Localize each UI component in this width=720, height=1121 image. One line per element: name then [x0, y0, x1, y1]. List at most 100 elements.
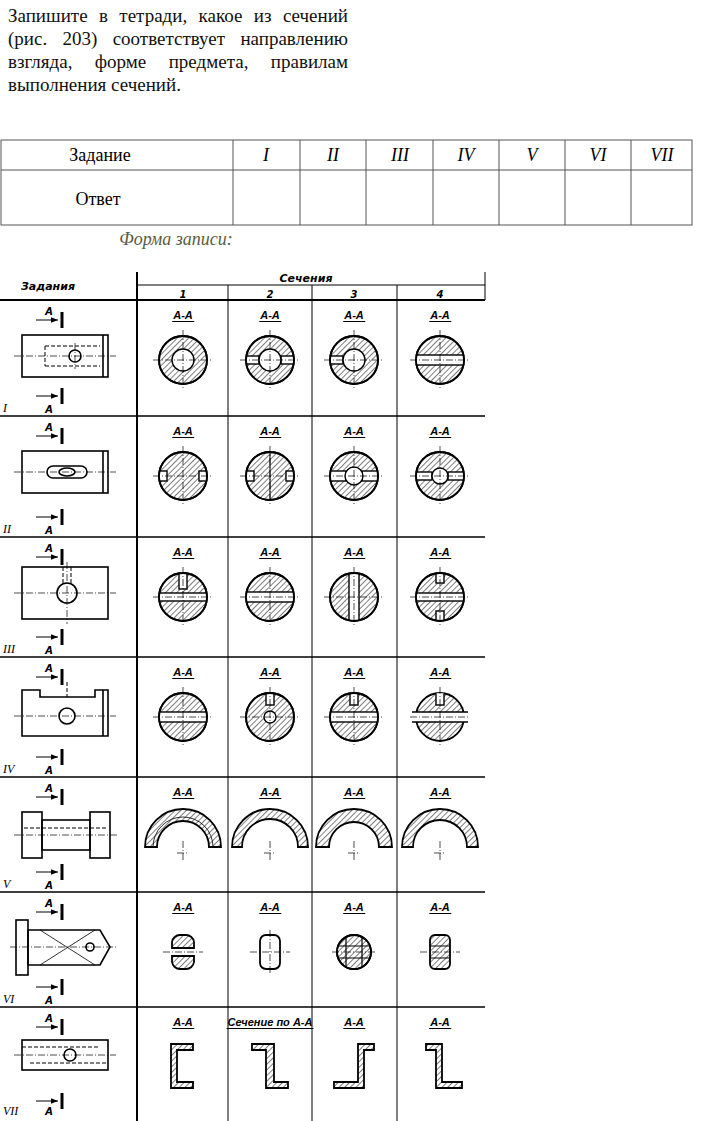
section-letter: А [45, 422, 53, 433]
table-cell: I [263, 145, 269, 166]
section-title: А-А [429, 546, 451, 559]
label-holder: 4 [437, 284, 444, 302]
section-letter: А [45, 404, 53, 415]
row-number: IV [3, 762, 14, 777]
label-holder: А-А [259, 421, 281, 439]
label-holder: VII [651, 145, 674, 166]
column-number: 3 [351, 289, 358, 300]
label-holder: 2 [267, 284, 274, 302]
label-holder: А-А [343, 305, 365, 323]
label-holder: А-А [259, 662, 281, 680]
label-holder: VI [590, 145, 607, 166]
label-holder: А-А [172, 782, 194, 800]
label-holder: А-А [172, 662, 194, 680]
label-holder: 1 [180, 284, 187, 302]
label-holder: А [45, 640, 53, 658]
label-holder: IV [3, 759, 14, 777]
section-letter: А [45, 1013, 53, 1024]
label-holder: А-А [259, 542, 281, 560]
label-holder: А [45, 893, 53, 911]
section-title: А-А [343, 546, 365, 559]
section-letter: А [45, 525, 53, 536]
section-letter: А [45, 783, 53, 794]
row-number: VI [3, 992, 14, 1007]
label-holder: III [391, 145, 409, 166]
section-title: А-А [172, 425, 194, 438]
label-holder: IV [458, 145, 475, 166]
label-holder: А [45, 301, 53, 319]
figure-grid [0, 272, 485, 1121]
label-holder: А [45, 990, 53, 1008]
label-holder: А-А [343, 782, 365, 800]
label-holder: I [263, 145, 269, 166]
label-holder: А [45, 417, 53, 435]
section-title: А-А [259, 666, 281, 679]
column-header: Сечения [280, 272, 333, 285]
row-number: II [3, 522, 11, 537]
label-holder: V [3, 874, 10, 892]
label-holder: А-А [429, 542, 451, 560]
column-number: 2 [267, 289, 274, 300]
label-holder: Форма записи: [119, 229, 233, 250]
answer-table [1, 140, 692, 225]
section-title: А-А [429, 666, 451, 679]
label-holder: 3 [351, 284, 358, 302]
section-drawings [145, 330, 478, 1088]
row-number: VII [3, 1104, 18, 1119]
table-cell: Задание [69, 145, 130, 166]
column-number: 1 [180, 289, 187, 300]
caption-text: Форма записи: [119, 229, 233, 250]
label-holder: А [45, 538, 53, 556]
label-holder: VI [3, 989, 14, 1007]
label-holder: А [45, 399, 53, 417]
cutting-plane-marks [36, 312, 62, 1109]
section-title: А-А [172, 546, 194, 559]
section-letter: А [45, 645, 53, 656]
label-holder: А [45, 875, 53, 893]
label-holder: А-А [343, 421, 365, 439]
table-cell: VI [590, 145, 607, 166]
section-title: А-А [172, 1016, 194, 1029]
label-holder: А-А [343, 1012, 365, 1030]
label-holder: Ответ [75, 189, 120, 210]
section-title: А-А [172, 901, 194, 914]
section-title: А-А [172, 786, 194, 799]
label-holder: Задание [69, 145, 130, 166]
section-title: А-А [343, 786, 365, 799]
label-holder: А [45, 1008, 53, 1026]
section-title: А-А [259, 309, 281, 322]
label-holder: А [45, 778, 53, 796]
label-holder: VII [3, 1101, 18, 1119]
section-title: А-А [429, 786, 451, 799]
table-cell: VII [651, 145, 674, 166]
label-holder: А-А [343, 542, 365, 560]
label-holder: А [45, 760, 53, 778]
column-header: Задания [21, 280, 75, 293]
instruction-text: Запишите в тетради, какое из сечений (ри… [8, 4, 348, 96]
label-holder: II [327, 145, 339, 166]
label-holder: III [3, 639, 15, 657]
table-cell: V [527, 145, 538, 166]
section-title: А-А [429, 901, 451, 914]
column-number: 4 [437, 289, 444, 300]
label-holder: А-А [172, 305, 194, 323]
label-holder: I [3, 398, 7, 416]
label-holder: А-А [172, 542, 194, 560]
section-letter: А [45, 306, 53, 317]
table-cell: III [391, 145, 409, 166]
row-number: III [3, 642, 15, 657]
section-title: А-А [343, 425, 365, 438]
label-holder: А [45, 658, 53, 676]
label-holder: А-А [343, 897, 365, 915]
label-holder: А-А [172, 421, 194, 439]
task-drawings [10, 335, 118, 1070]
section-title: А-А [172, 666, 194, 679]
section-title: А-А [343, 666, 365, 679]
section-letter: А [45, 765, 53, 776]
section-letter: А [45, 995, 53, 1006]
label-holder: А-А [343, 662, 365, 680]
section-letter: А [45, 543, 53, 554]
table-cell: II [327, 145, 339, 166]
label-holder: V [527, 145, 538, 166]
